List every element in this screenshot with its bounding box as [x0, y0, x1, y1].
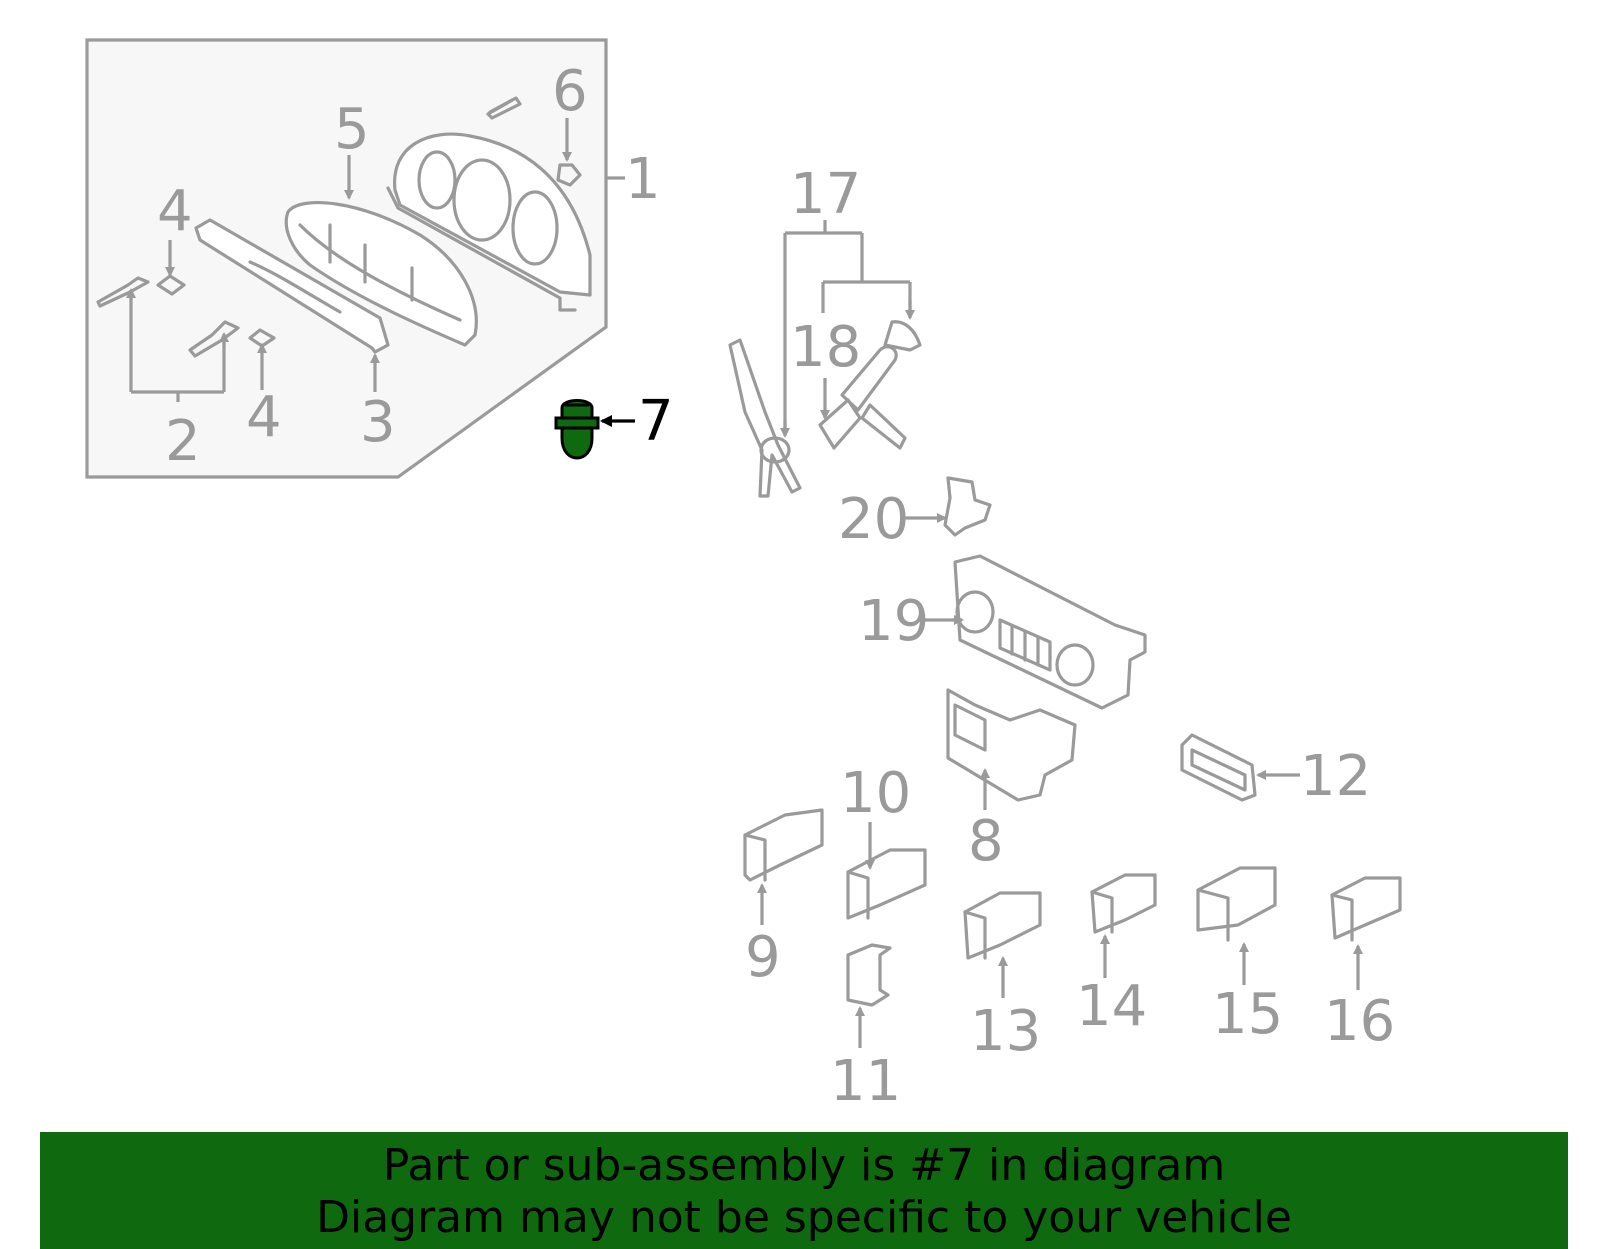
part-20-switch — [943, 476, 992, 537]
callout-8: 8 — [968, 809, 1004, 874]
banner-line-2: Diagram may not be specific to your vehi… — [316, 1192, 1292, 1243]
part-12-bezel — [1180, 733, 1257, 802]
part-10-switch — [846, 848, 927, 920]
callout-15: 15 — [1212, 982, 1283, 1047]
callout-9: 9 — [745, 925, 781, 990]
part-18-stalk — [818, 345, 907, 450]
part-16-switch — [1330, 876, 1402, 942]
part-2-clips — [96, 276, 240, 358]
part-8-bracket — [946, 688, 1077, 802]
callout-4: 4 — [157, 179, 193, 244]
part-13-switch — [963, 891, 1042, 960]
callout-7-highlighted: 7 — [638, 389, 674, 454]
callout-17: 17 — [790, 162, 861, 227]
part-1-cluster-housing — [386, 132, 592, 312]
part-14-switch — [1090, 873, 1157, 934]
part-11-bracket — [846, 943, 892, 1007]
callout-12: 12 — [1300, 744, 1371, 809]
part-15-switch — [1196, 866, 1277, 942]
callout-10: 10 — [840, 761, 911, 826]
part-7-bulb-highlighted — [554, 399, 635, 460]
banner-line-1: Part or sub-assembly is #7 in diagram — [382, 1140, 1226, 1191]
leaders-right — [757, 220, 1363, 1048]
callout-4-lower: 4 — [246, 385, 282, 450]
part-17-combination-switch — [728, 320, 922, 498]
part-6-screw — [486, 96, 582, 187]
callout-19: 19 — [858, 589, 929, 654]
part-19-climate-panel — [953, 554, 1147, 710]
callout-11: 11 — [830, 1049, 901, 1114]
callout-3: 3 — [360, 390, 396, 455]
callout-13: 13 — [970, 999, 1041, 1064]
callout-18: 18 — [790, 315, 861, 380]
callout-1: 1 — [625, 147, 661, 212]
part-5-cluster-mask — [284, 201, 478, 347]
callout-6: 6 — [552, 59, 588, 124]
part-9-switch — [743, 808, 824, 882]
callout-2: 2 — [165, 409, 201, 474]
notice-banner: Part or sub-assembly is #7 in diagram Di… — [40, 1132, 1568, 1249]
callout-20: 20 — [838, 487, 909, 552]
callout-14: 14 — [1076, 974, 1147, 1039]
callout-5: 5 — [334, 97, 370, 162]
part-3-lens — [194, 218, 390, 354]
callout-16: 16 — [1324, 989, 1395, 1054]
leaders-panel — [126, 118, 625, 402]
